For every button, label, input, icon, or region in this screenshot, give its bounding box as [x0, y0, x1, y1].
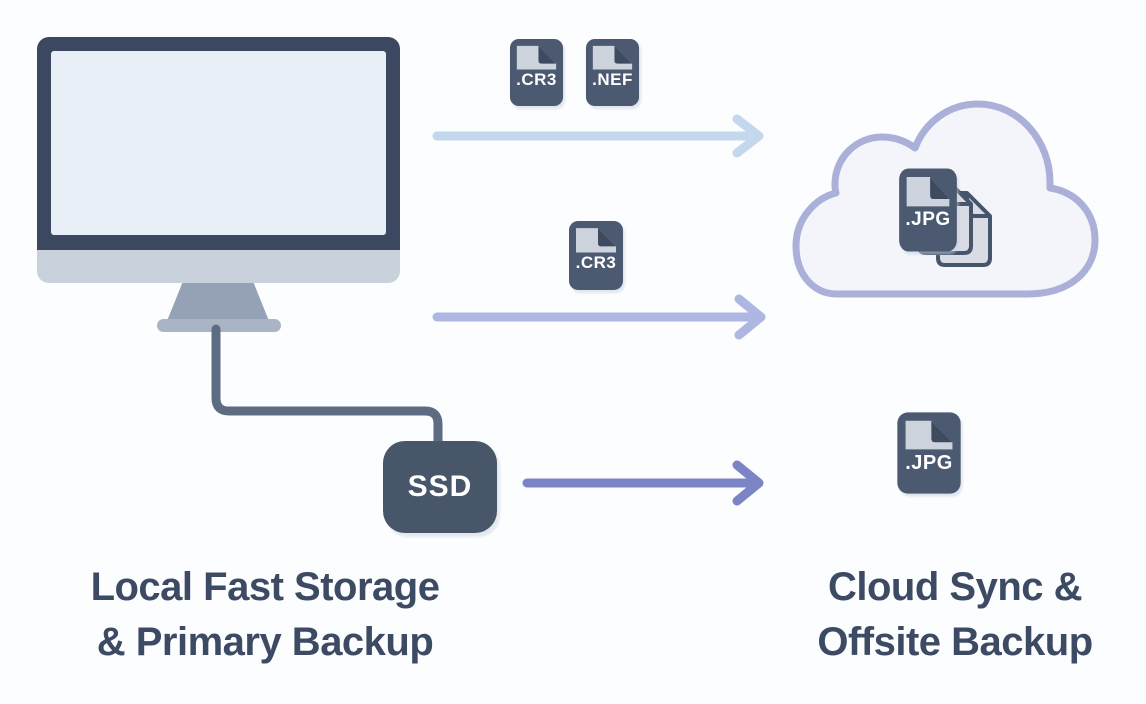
nef-file-top-label: .NEF: [592, 70, 633, 89]
right-caption-line1: Cloud Sync &: [827, 565, 1083, 609]
monitor-base: [157, 319, 281, 332]
left-caption: Local Fast Storage & Primary Backup: [25, 560, 505, 670]
monitor-stand: [167, 283, 269, 321]
cr3-file-middle-label: .CR3: [575, 253, 617, 272]
right-caption: Cloud Sync & Offsite Backup: [765, 560, 1145, 670]
jpg-file-offsite-label: .JPG: [905, 452, 953, 474]
left-caption-line1: Local Fast Storage: [90, 565, 440, 609]
arrow-bottom-icon: [522, 460, 764, 506]
arrow-top-icon: [432, 114, 764, 158]
jpg-file-offsite-icon: .JPG: [895, 410, 963, 496]
monitor-screen: [51, 51, 386, 235]
left-caption-line2: & Primary Backup: [96, 620, 434, 664]
nef-file-top-icon: .NEF: [584, 37, 641, 108]
monitor-chin: [37, 250, 400, 283]
ssd-drive: SSD: [383, 441, 497, 533]
arrow-middle-icon: [432, 294, 766, 340]
ssd-label: SSD: [407, 470, 473, 503]
cr3-file-middle-icon: .CR3: [567, 219, 625, 292]
cr3-file-top-label: .CR3: [516, 70, 557, 89]
right-caption-line2: Offsite Backup: [817, 620, 1093, 664]
jpg-file-cloud-icon: .JPG: [897, 166, 959, 254]
jpg-file-cloud-label: .JPG: [905, 209, 951, 230]
cr3-file-top-icon: .CR3: [508, 37, 565, 108]
